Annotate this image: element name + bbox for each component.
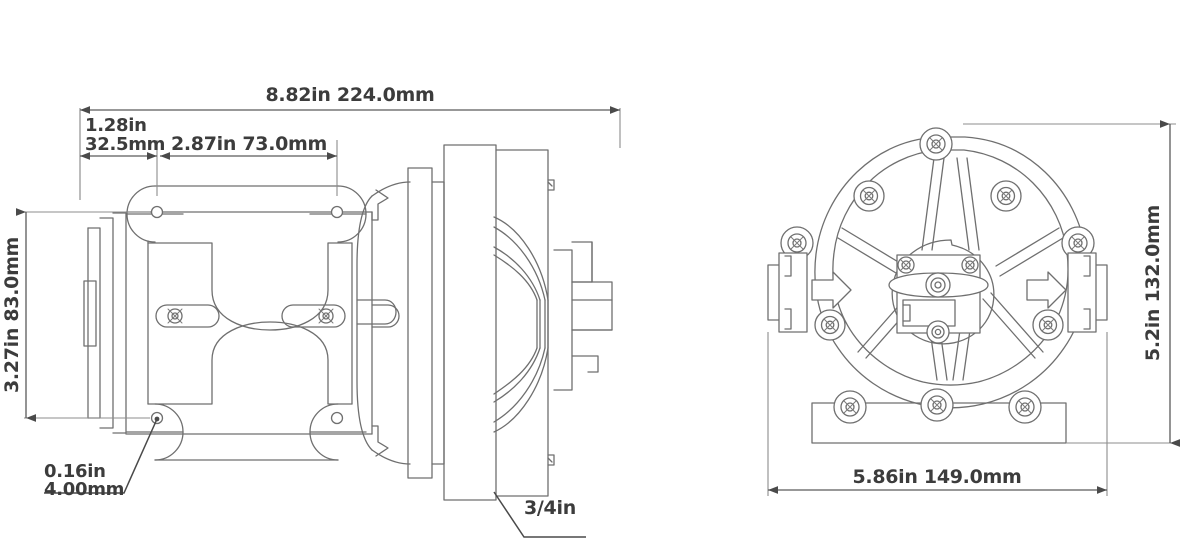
side-view: 8.82in 224.0mm 1.28in 32.5mm 2.87in 73.0… — [1, 84, 621, 538]
head-spokes — [837, 157, 1064, 381]
bracket-offset-label-mm: 32.5mm — [85, 134, 165, 155]
mounting-hole-spacing-dimension: 2.87in 73.0mm — [160, 133, 338, 196]
motor-body — [125, 211, 373, 435]
motor-end-cap — [83, 212, 127, 434]
overall-length-label: 8.82in 224.0mm — [265, 84, 434, 106]
flow-direction-arrow-left — [811, 271, 852, 309]
port-size-label: 3/4in — [524, 497, 576, 519]
bracket-slot-left — [155, 304, 220, 328]
bolt-boss-top — [919, 127, 953, 161]
bracket-slot-far-right — [371, 304, 400, 328]
bracket-slot-right — [281, 304, 346, 328]
bracket-width-label: 3.27in 83.0mm — [1, 237, 23, 393]
bolt-boss-upper-left — [853, 180, 885, 212]
bracket-offset-label-in: 1.28in — [85, 115, 147, 136]
head-height-dimension: 5.2in 132.0mm — [963, 120, 1180, 447]
bolt-boss-bottom-right — [1008, 390, 1042, 424]
hole-diameter-label-mm: 4.00mm — [44, 479, 124, 500]
outlet-port-block — [1067, 252, 1108, 333]
bolt-boss-lower-right — [1032, 309, 1064, 341]
bracket-width-dimension: 3.27in 83.0mm — [1, 208, 150, 422]
port-size-callout: 3/4in — [493, 491, 586, 538]
mounting-hole-spacing-label: 2.87in 73.0mm — [171, 133, 327, 155]
pump-housing — [356, 144, 613, 501]
bracket-hole-bottom-right — [330, 411, 344, 425]
bolt-boss-bottom-left — [833, 390, 867, 424]
bracket-hole-top-left — [150, 205, 164, 219]
head-width-label: 5.86in 149.0mm — [852, 466, 1021, 488]
pump-head-body — [814, 136, 1088, 409]
head-height-label: 5.2in 132.0mm — [1142, 205, 1164, 361]
mounting-bracket — [126, 185, 400, 461]
flow-direction-arrow-right — [1026, 271, 1067, 309]
mounting-hole-diameter-callout: 0.16in 4.00mm — [44, 416, 160, 500]
bolt-boss-lower-left — [814, 309, 846, 341]
head-width-dimension: 5.86in 149.0mm — [767, 332, 1108, 496]
bolt-boss-right — [1061, 226, 1095, 260]
bracket-hole-top-right — [330, 205, 344, 219]
bracket-offset-dimension: 1.28in 32.5mm — [79, 110, 165, 200]
inlet-port-block — [767, 252, 808, 333]
bolt-boss-bottom-center — [920, 388, 954, 422]
center-hub-assembly — [888, 254, 989, 344]
front-view: 5.2in 132.0mm 5.86in 149.0mm — [767, 120, 1180, 496]
bolt-boss-upper-right — [990, 180, 1022, 212]
outlet-port — [553, 241, 613, 391]
hole-diameter-label-in: 0.16in — [44, 461, 106, 482]
